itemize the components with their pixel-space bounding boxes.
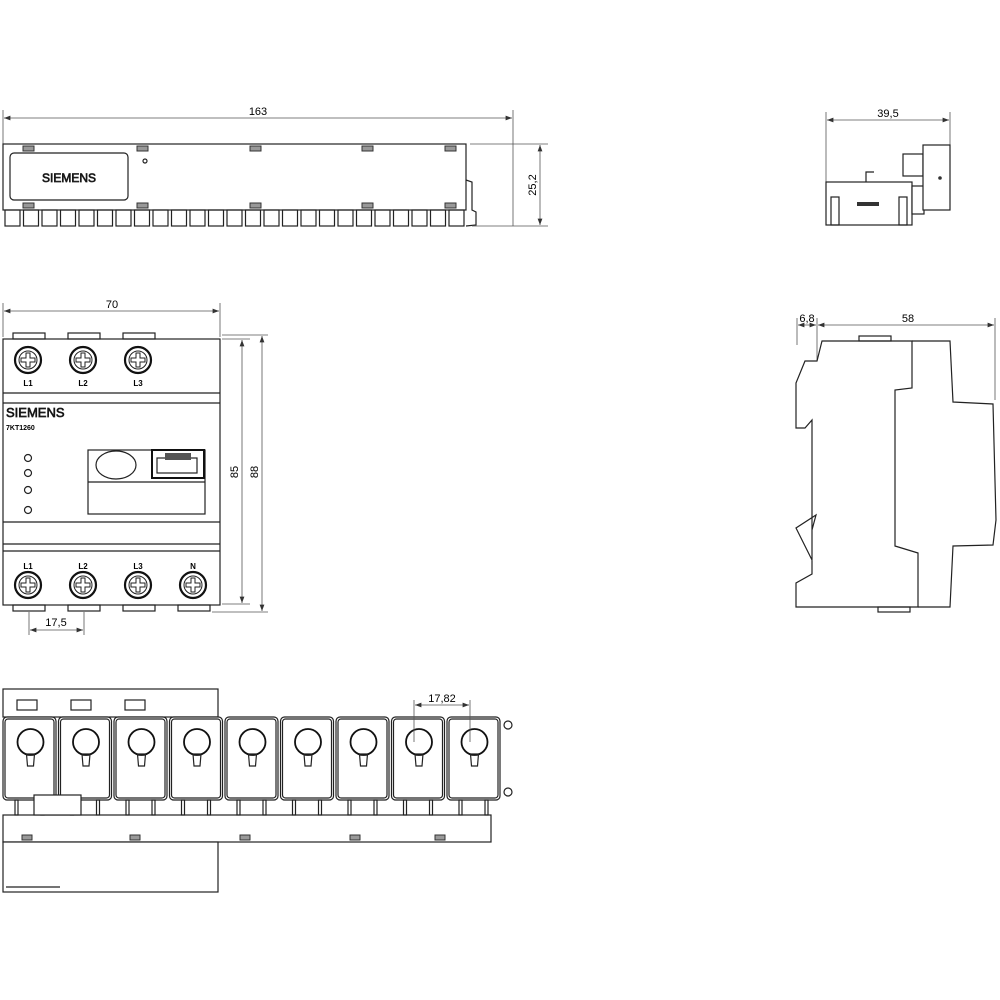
ct-hole-icon [127, 728, 156, 756]
current-transformer-module [446, 716, 501, 816]
model-label: 7KT1260 [6, 425, 35, 432]
clip-icon [136, 145, 149, 152]
clip-icon [22, 202, 35, 209]
bottom-view: 17,82 [2, 688, 513, 893]
terminal-tooth [244, 209, 262, 227]
ct-hole-icon [405, 728, 433, 756]
terminal-tooth [41, 209, 58, 227]
terminal-tooth [411, 209, 428, 227]
terminal-tooth [207, 209, 225, 227]
terminal-screw-icon[interactable] [68, 345, 98, 375]
terminal-tooth [78, 209, 95, 227]
terminal-screw-icon[interactable] [123, 570, 153, 600]
terminal-tooth [448, 209, 465, 227]
clip-icon [361, 202, 374, 209]
terminal-label: L2 [78, 562, 88, 571]
clip-icon [444, 202, 457, 209]
current-transformer-module [224, 716, 279, 816]
clip-icon [444, 145, 457, 152]
terminal-tooth [318, 209, 336, 227]
ct-hole-icon [460, 728, 489, 756]
terminal-screw-icon[interactable] [13, 345, 43, 375]
terminal-tooth [263, 209, 280, 227]
top-view: 163 SIEMENS 25,2 [2, 106, 548, 227]
terminal-tooth [226, 209, 243, 227]
terminal-screw-icon[interactable] [13, 570, 43, 600]
ct-hole-icon [294, 728, 322, 756]
ct-hole-icon [183, 728, 211, 756]
led-icon [23, 468, 33, 478]
led-icon [23, 505, 33, 515]
clip-icon [249, 145, 262, 152]
terminal-tooth [281, 209, 299, 227]
ct-hole-icon [238, 728, 267, 756]
terminal-label: L1 [23, 562, 33, 571]
siemens-logo: SIEMENS [6, 405, 65, 420]
terminal-tooth [22, 209, 40, 227]
clip-icon [361, 145, 374, 152]
ct-hole-icon [72, 728, 100, 756]
terminal-tooth [337, 209, 354, 227]
clip-icon [249, 202, 262, 209]
dimension-163: 163 [249, 106, 267, 118]
siemens-logo: SIEMENS [42, 171, 96, 185]
terminal-tooth [392, 209, 410, 227]
terminal-tooth [170, 209, 188, 227]
side-view: 6,8 58 [795, 313, 997, 613]
current-transformer-module [113, 716, 168, 816]
terminal-tooth [96, 209, 114, 227]
current-transformer-module [390, 716, 446, 816]
clip-icon [22, 145, 35, 152]
terminal-screw-icon[interactable] [68, 570, 98, 600]
dimension-17-82: 17,82 [428, 693, 456, 705]
terminal-label: L3 [133, 562, 143, 571]
terminal-label: L1 [23, 379, 33, 388]
dimension-58: 58 [902, 313, 914, 325]
terminal-tooth [355, 209, 373, 227]
current-transformer-module [335, 716, 390, 816]
terminal-tooth [4, 209, 21, 227]
terminal-tooth [59, 209, 77, 227]
terminal-tooth [133, 209, 151, 227]
current-transformer-module [2, 716, 57, 816]
logo-panel [9, 152, 129, 201]
terminal-tooth [374, 209, 391, 227]
terminal-tooth [429, 209, 447, 227]
status-leds [23, 453, 33, 515]
terminal-tooth [300, 209, 317, 227]
clip-icon [136, 202, 149, 209]
terminal-label: L3 [133, 379, 143, 388]
dimension-88: 88 [249, 466, 261, 478]
terminal-tooth [115, 209, 132, 227]
led-icon [23, 453, 33, 463]
led-icon [23, 485, 33, 495]
terminal-tooth [152, 209, 169, 227]
dimension-17-5: 17,5 [45, 617, 66, 629]
terminal-label: L2 [78, 379, 88, 388]
ct-hole-icon [16, 728, 45, 756]
dimension-25-2: 25,2 [527, 174, 539, 195]
top-side-view: 39,5 [825, 108, 951, 226]
terminal-label: N [190, 562, 196, 571]
dimension-39-5: 39,5 [877, 108, 898, 120]
current-transformer-module [279, 716, 335, 816]
terminal-screw-icon[interactable] [178, 570, 208, 600]
terminal-tooth [189, 209, 206, 227]
button-icon [95, 450, 137, 480]
dimension-70: 70 [106, 299, 118, 311]
dimension-85: 85 [229, 466, 241, 478]
dimension-6-8: 6,8 [799, 313, 814, 325]
current-transformer-module [168, 716, 224, 816]
ct-hole-icon [349, 728, 378, 756]
terminal-screw-icon[interactable] [123, 345, 153, 375]
